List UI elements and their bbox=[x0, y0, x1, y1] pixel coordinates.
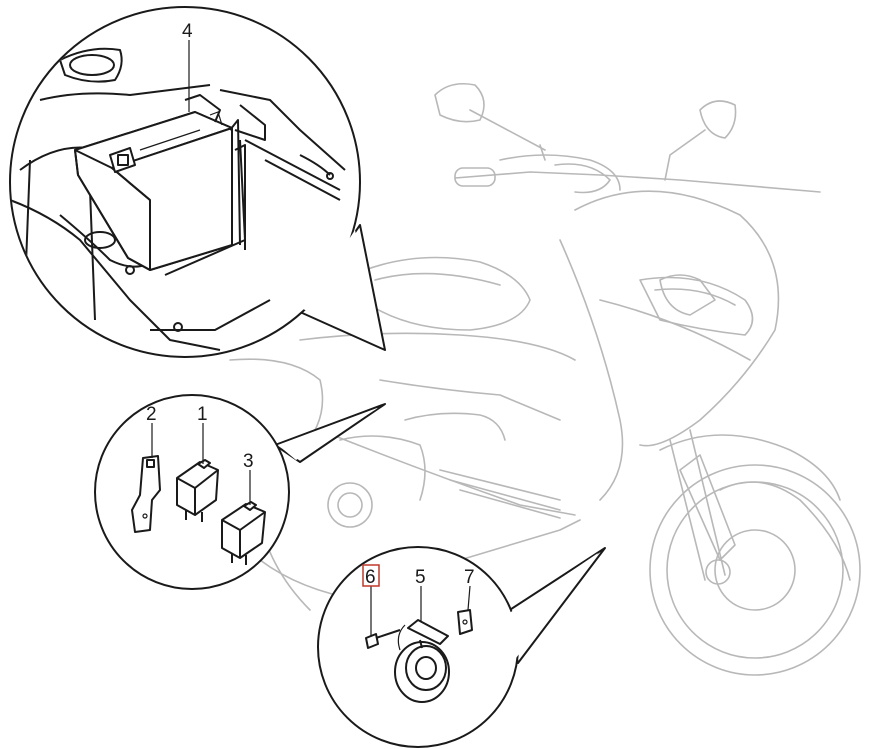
scooter-illustration bbox=[229, 82, 861, 676]
clip bbox=[457, 609, 473, 635]
callout-1: 1 bbox=[197, 404, 208, 425]
callout-6: 6 bbox=[365, 567, 376, 588]
callout-4: 4 bbox=[182, 21, 193, 42]
relay-bracket bbox=[131, 455, 161, 533]
battery-callout bbox=[9, 6, 386, 358]
callout-3: 3 bbox=[243, 451, 254, 472]
callout-2: 2 bbox=[146, 404, 157, 425]
bolt bbox=[365, 629, 401, 649]
horn bbox=[394, 619, 450, 703]
horn-callout bbox=[317, 546, 606, 748]
relay-callout bbox=[94, 394, 386, 590]
battery bbox=[74, 94, 241, 271]
callout-7: 7 bbox=[464, 567, 475, 588]
callout-5: 5 bbox=[415, 567, 426, 588]
relay-1 bbox=[176, 459, 219, 522]
callout-6-highlight-box bbox=[362, 564, 380, 587]
relay-3 bbox=[221, 501, 266, 565]
